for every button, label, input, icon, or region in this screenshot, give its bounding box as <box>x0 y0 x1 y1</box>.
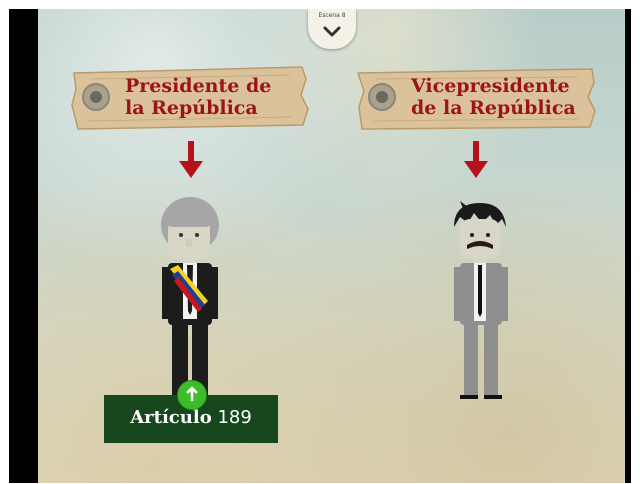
president-character <box>161 197 219 397</box>
wood-board <box>71 66 309 130</box>
letterbox-left <box>9 9 38 483</box>
scene-stage: Escena 8 Presidente de la República <box>38 9 625 483</box>
article-number: 189 <box>217 407 252 428</box>
sign-vicepresidente: Vicepresidente de la República <box>356 65 596 130</box>
arrow-up-icon <box>186 386 198 401</box>
arrow-down-icon <box>179 141 203 178</box>
sign-vicepresidente-line1: Vicepresidente <box>411 75 570 97</box>
bolt-icon <box>368 83 396 111</box>
article-button[interactable]: Artículo 189 <box>104 395 278 443</box>
sign-presidente: Presidente de la República <box>70 65 310 130</box>
sign-presidente-line2: la República <box>125 97 258 119</box>
sign-presidente-line1: Presidente de <box>125 75 272 97</box>
vicepresident-character <box>454 201 508 399</box>
sign-vicepresidente-line2: de la República <box>411 97 576 119</box>
scene-label: Escena 8 <box>318 12 346 19</box>
wood-board <box>356 68 596 130</box>
up-arrow-button[interactable] <box>177 380 207 410</box>
article-label: Artículo <box>130 407 212 428</box>
chevron-down-icon <box>323 23 341 42</box>
scene-nav-tab[interactable]: Escena 8 <box>308 9 356 49</box>
arrow-down-icon <box>464 141 488 178</box>
letterbox-right <box>625 9 631 483</box>
bolt-icon <box>82 83 110 111</box>
